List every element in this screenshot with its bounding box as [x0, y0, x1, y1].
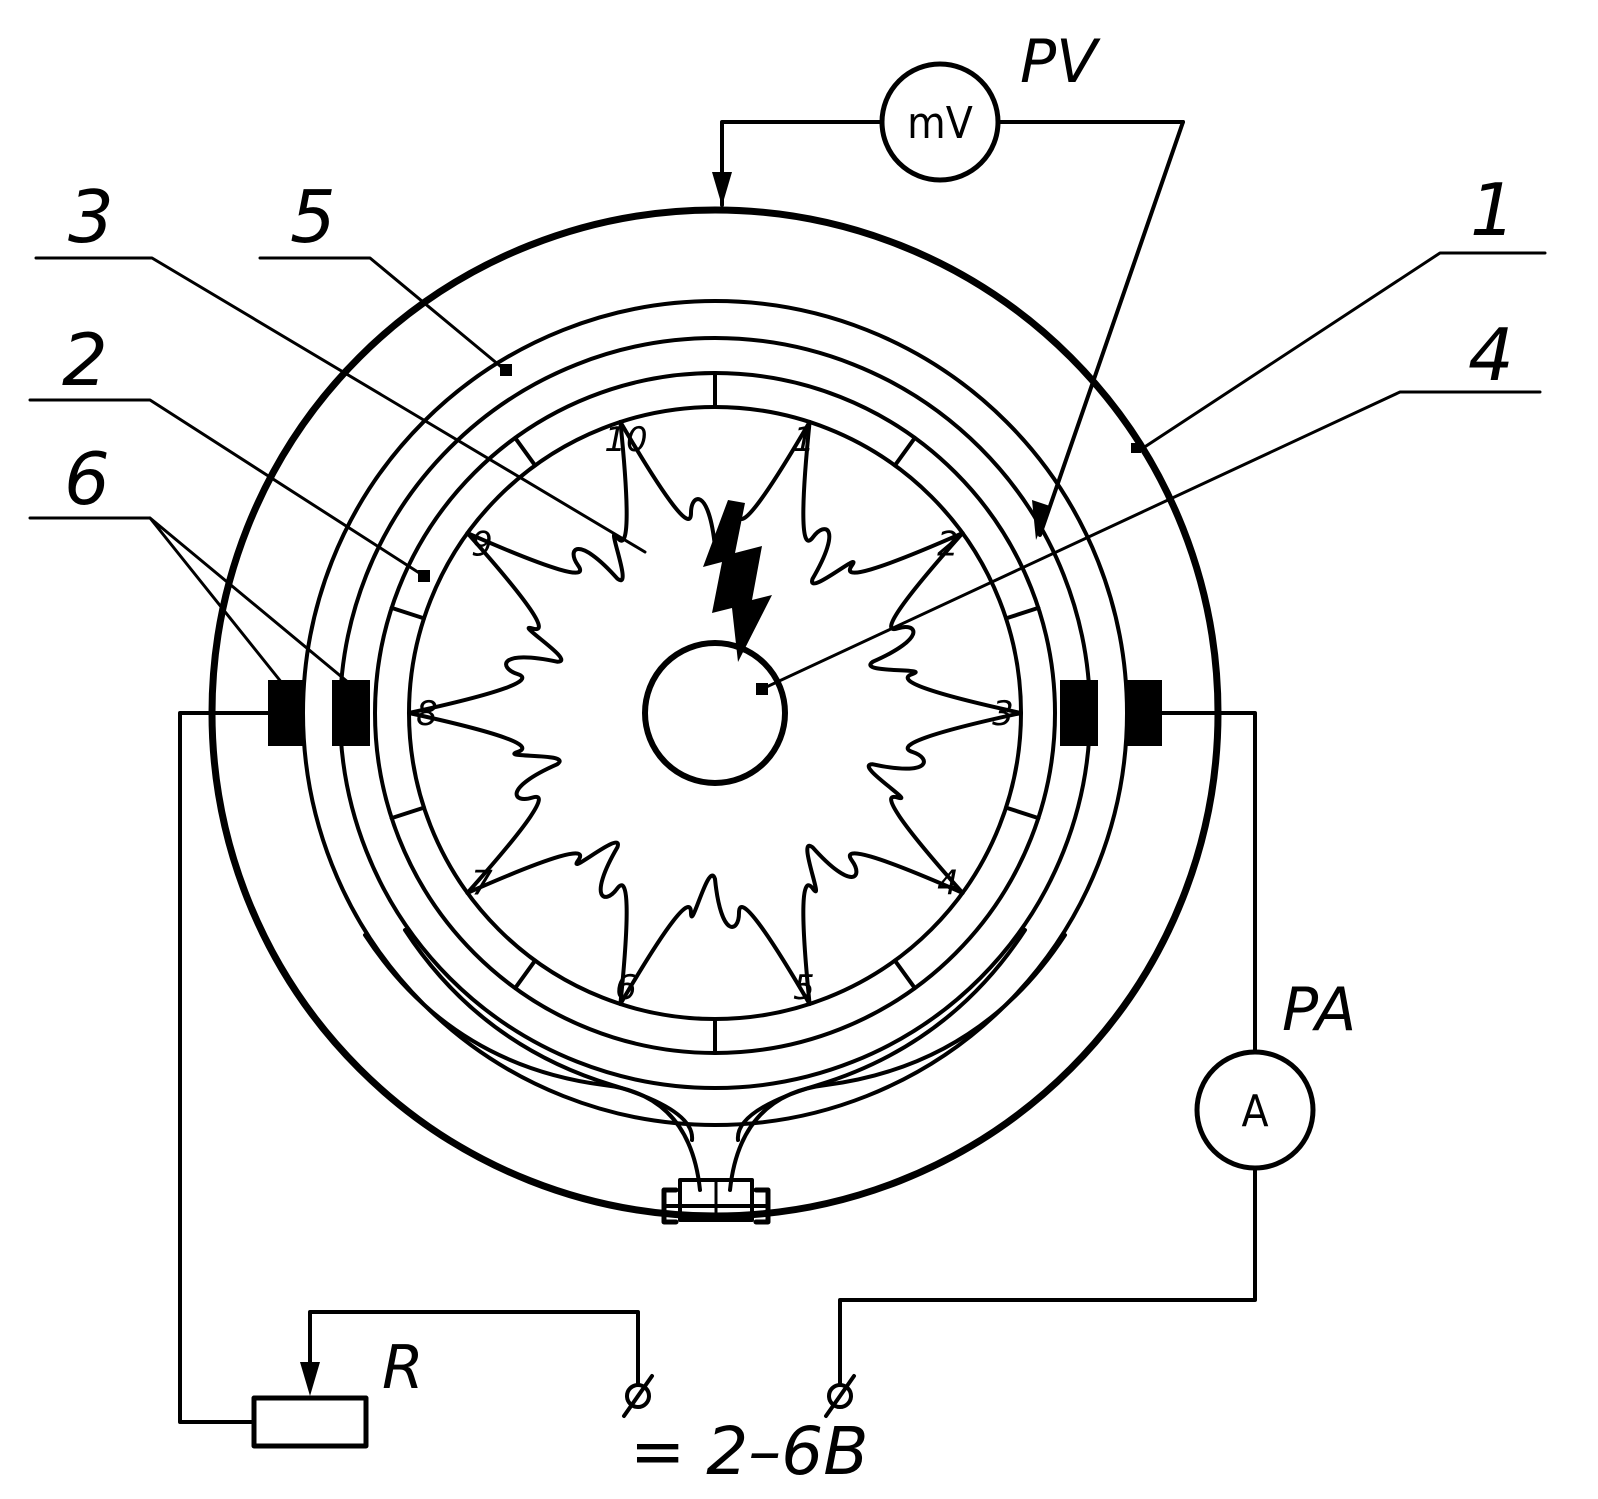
shaft	[642, 640, 788, 786]
segment-number: 9	[471, 525, 493, 565]
callout-label-1: 1	[1470, 168, 1516, 252]
winding-coil	[801, 420, 965, 586]
rheostat-wiper-arrow	[300, 1362, 320, 1396]
mv-probe-right-arrow	[1032, 500, 1050, 540]
segment-number: 8	[416, 694, 438, 734]
right-terminal-circle	[827, 1383, 853, 1409]
winding-coil	[465, 420, 629, 583]
voltmeter-unit: mV	[907, 98, 973, 149]
brushes	[268, 680, 1162, 746]
winding-coil	[801, 843, 965, 1006]
supply-voltage-label: = 2–6В	[630, 1413, 869, 1490]
left-terminal-slash	[622, 1374, 654, 1418]
left-terminal-circle	[625, 1383, 651, 1409]
segment-number: 4	[937, 863, 959, 903]
callout-label-6: 6	[64, 437, 110, 521]
segment-divider	[1004, 805, 1041, 821]
ammeter-tag: PA	[1282, 975, 1356, 1045]
winding-coil	[465, 840, 629, 1006]
right-supply-terminal	[824, 1374, 856, 1418]
right-terminal-slash	[824, 1374, 856, 1418]
rheostat-tag: R	[382, 1333, 424, 1403]
winding-coil	[407, 711, 562, 895]
leader-2	[28, 398, 426, 578]
armature-winding	[407, 420, 1023, 1006]
left-supply-terminal	[622, 1374, 654, 1418]
commutator-inner-ring	[407, 405, 1023, 1021]
segment-number: 6	[615, 968, 637, 1008]
right-inner-brush	[1060, 680, 1098, 746]
leader-4	[760, 390, 1542, 691]
wire-ammeter-to-terminal	[838, 1166, 1257, 1387]
segment-number: 2	[937, 525, 959, 565]
callout-leaders	[28, 251, 1547, 691]
left-outer-brush	[268, 680, 304, 746]
ring-mid-thin	[338, 336, 1092, 1090]
callout-label-3: 3	[68, 175, 114, 259]
leader-6	[28, 516, 351, 685]
ammeter-unit: A	[1241, 1086, 1268, 1137]
millivoltmeter-circuit	[712, 61, 1185, 540]
segment-number: 10	[604, 420, 647, 460]
bottom-clamp-assembly	[363, 928, 1067, 1225]
winding-coil	[868, 531, 1023, 715]
lead-left-inner	[403, 928, 695, 1142]
winding-coil	[866, 711, 1023, 895]
leader-5	[258, 256, 507, 372]
supply-circuit	[178, 711, 1316, 1449]
segment-divider	[389, 805, 426, 821]
callout-label-5: 5	[290, 175, 336, 259]
left-inner-brush	[332, 680, 370, 746]
leader-1	[1138, 251, 1547, 452]
segment-divider	[892, 958, 917, 991]
segment-divider	[1004, 605, 1041, 621]
marker-item-1	[1131, 443, 1141, 453]
commutator-outer-ring	[373, 371, 1057, 1055]
winding-coil	[618, 420, 812, 553]
winding-coil	[407, 531, 564, 715]
mv-wire-left	[720, 120, 884, 207]
segment-divider	[513, 958, 538, 991]
wire-right-brush-to-ammeter	[1160, 711, 1257, 1052]
segment-number: 3	[992, 694, 1014, 734]
leader-3	[34, 256, 647, 554]
rheostat-body	[251, 1395, 369, 1449]
segment-divider	[513, 435, 538, 468]
mv-probe-left-arrow	[712, 172, 732, 206]
lightning-bolt	[703, 500, 772, 662]
right-outer-brush	[1126, 680, 1162, 746]
segment-number: 1	[793, 420, 815, 460]
segment-number: 5	[793, 968, 815, 1008]
callout-label-4: 4	[1468, 313, 1514, 397]
segment-labels: 1 2 3 4 5 6 7 8 9 10	[416, 420, 1014, 1008]
text-labels: 1 2 3 4 5 6 PV mV PA A R = 2–6В	[62, 27, 1516, 1490]
segment-divider	[389, 605, 426, 621]
voltmeter-tag: PV	[1020, 27, 1101, 97]
segment-number: 7	[471, 863, 493, 903]
segment-dividers	[389, 371, 1041, 1055]
fault-lightning-arrow	[703, 500, 772, 662]
segment-divider	[892, 435, 917, 468]
wire-left-brush-to-rheostat	[178, 711, 270, 1424]
lead-right-outer	[728, 933, 1067, 1192]
rheostat-wiper-wire	[308, 1310, 640, 1387]
lead-left-outer	[363, 933, 702, 1192]
callout-label-2: 2	[62, 318, 108, 402]
winding-coil	[618, 873, 812, 1006]
lead-right-inner	[735, 928, 1027, 1142]
